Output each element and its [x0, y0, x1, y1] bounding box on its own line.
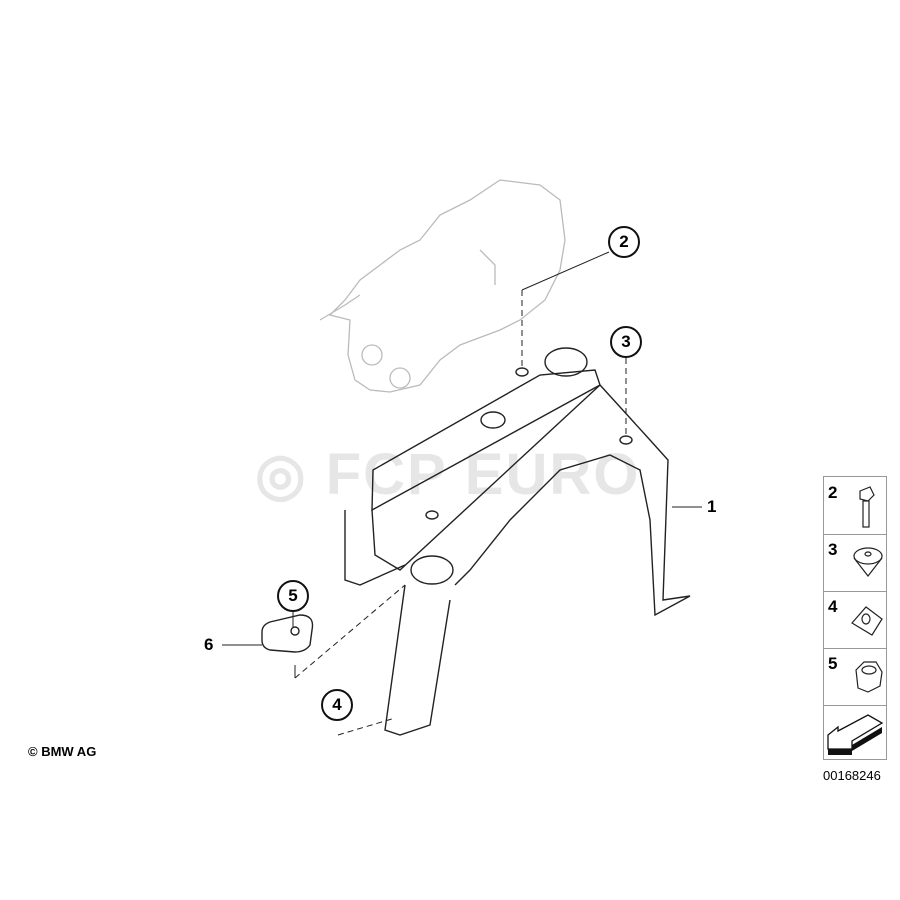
expanding-rivet-icon — [853, 547, 883, 577]
watermark: ◎ FCP EURO — [255, 442, 641, 507]
hex-nut-icon — [855, 661, 883, 693]
part-label-6[interactable]: 6 — [204, 635, 214, 654]
diagram-number: 00168246 — [823, 768, 881, 783]
bolt-icon — [859, 486, 875, 528]
legend-direction — [824, 705, 886, 760]
part-label-1[interactable]: 1 — [707, 497, 717, 516]
legend-number: 3 — [828, 540, 838, 559]
callout-3[interactable]: 3 — [610, 326, 642, 358]
hydraulic-unit-drawing — [319, 179, 566, 393]
parts-legend: 2 3 4 5 — [823, 476, 887, 760]
copyright: © BMW AG — [28, 744, 97, 759]
legend-row[interactable]: 4 — [824, 591, 886, 649]
legend-row[interactable]: 3 — [824, 534, 886, 592]
legend-number: 2 — [828, 483, 838, 502]
legend-number: 5 — [828, 654, 838, 673]
callout-5[interactable]: 5 — [277, 580, 309, 612]
legend-row[interactable]: 5 — [824, 648, 886, 706]
legend-row[interactable]: 2 — [824, 477, 886, 535]
bracket-drawing — [261, 347, 691, 736]
clip-nut-icon — [851, 606, 883, 636]
leader-lines — [222, 251, 702, 736]
legend-number: 4 — [828, 597, 838, 616]
callout-4[interactable]: 4 — [321, 689, 353, 721]
front-direction-arrow-icon — [827, 714, 884, 755]
callout-2[interactable]: 2 — [608, 226, 640, 258]
